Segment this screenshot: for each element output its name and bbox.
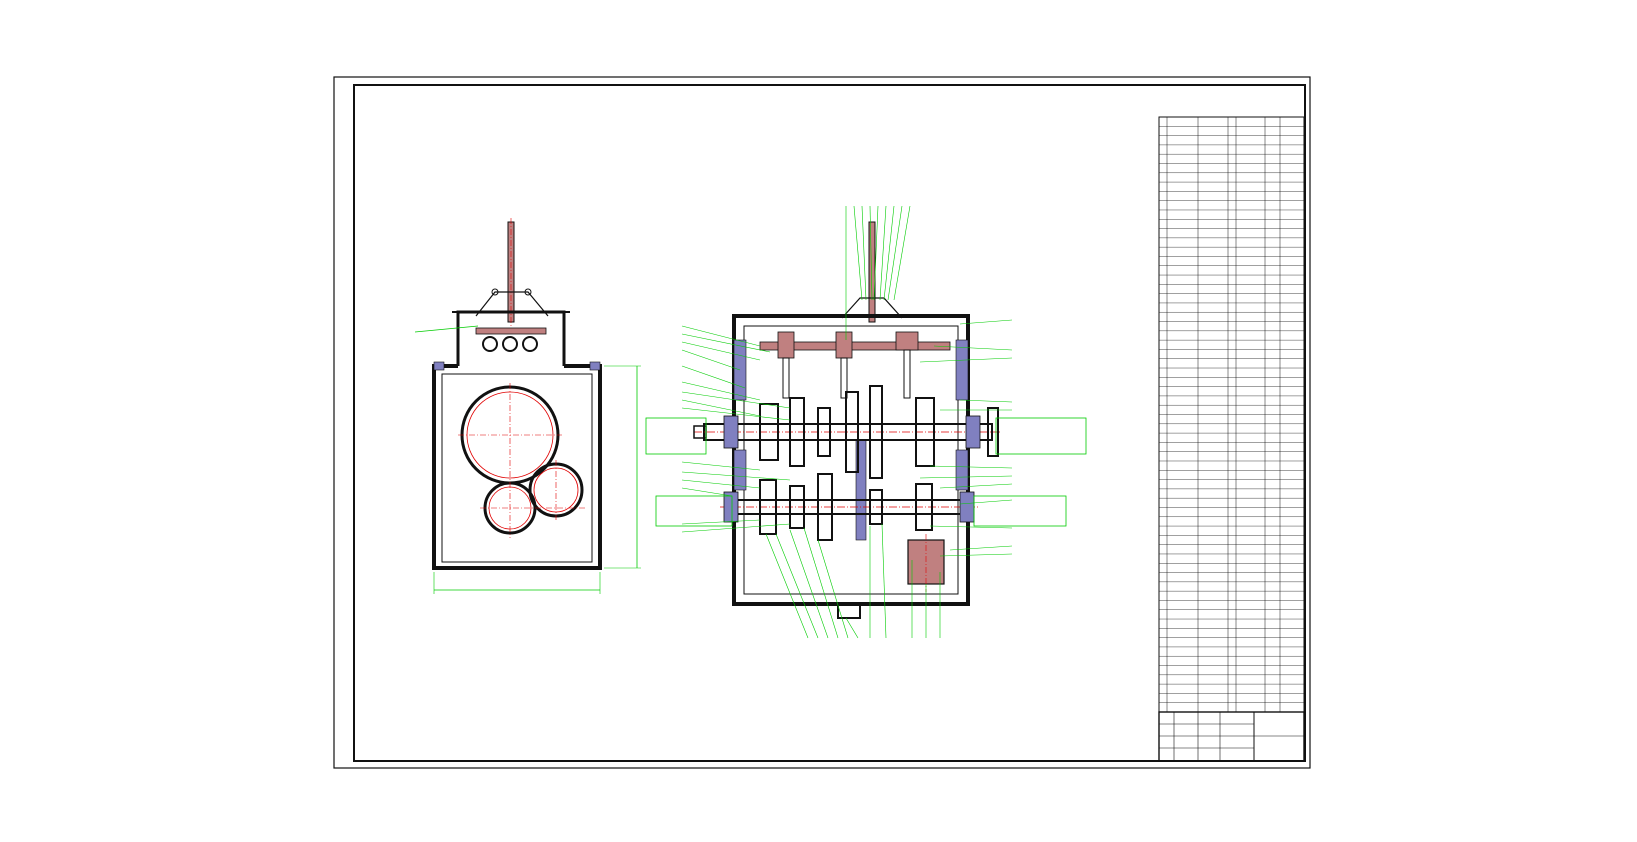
wall-right-top <box>955 339 969 401</box>
flange-right <box>589 361 601 371</box>
shift-fork-1 <box>777 331 795 359</box>
bom-table <box>1158 116 1305 713</box>
section-view <box>645 205 1087 639</box>
bom-rows <box>1159 126 1304 703</box>
bearing-main-right <box>965 415 981 449</box>
side-housing-inner <box>441 373 593 563</box>
drain-plug <box>837 603 861 619</box>
dim-frame-counter-right <box>973 495 1067 527</box>
leaders-right <box>919 319 1013 557</box>
counter-gear-5 <box>915 483 933 531</box>
side-housing <box>432 364 602 570</box>
sheet-outer-border <box>333 76 1311 769</box>
shift-fork-2 <box>835 331 853 359</box>
bearing-counter-right <box>959 491 975 523</box>
main-gear-1 <box>759 403 779 461</box>
shift-rod-2 <box>502 336 518 352</box>
sheet-inner-border <box>353 84 1306 762</box>
side-view <box>414 218 641 594</box>
leaders-left <box>681 325 791 533</box>
pivot-left <box>491 288 499 296</box>
counter-gear-3 <box>817 473 833 541</box>
shift-fork-3 <box>895 331 919 351</box>
output-flange <box>987 407 999 457</box>
dim-frame-main-right <box>995 417 1087 455</box>
wall-left-mid <box>733 449 747 491</box>
rod-bracket <box>475 327 547 335</box>
shift-rod-3 <box>522 336 538 352</box>
counter-gear-1 <box>759 479 777 535</box>
leaders-top <box>845 205 911 340</box>
bearing-counter-left <box>723 491 739 523</box>
main-gear-4 <box>845 391 859 473</box>
main-gear-2 <box>789 397 805 467</box>
fork-stem-2 <box>840 357 848 399</box>
pivot-right <box>524 288 532 296</box>
section-shift-lever <box>868 221 876 323</box>
main-gear-5 <box>869 385 883 479</box>
title-block-frame <box>1158 711 1305 762</box>
shift-rod-1 <box>482 336 498 352</box>
lever-linkage <box>475 291 549 317</box>
wall-right-mid <box>955 449 969 491</box>
fork-stem-1 <box>782 357 790 399</box>
title-block <box>1158 711 1305 762</box>
dim-frame-main-left <box>645 417 707 455</box>
counter-gear-4 <box>869 489 883 525</box>
counter-gear-2 <box>789 485 805 529</box>
fork-stem-3 <box>903 349 911 399</box>
main-gear-3 <box>817 407 831 457</box>
dim-frame-counter-left <box>655 495 733 527</box>
side-leader <box>414 325 479 333</box>
bearing-main-left <box>723 415 739 449</box>
leaders-bottom <box>765 523 941 639</box>
main-gear-6 <box>915 397 935 467</box>
flange-left <box>433 361 445 371</box>
